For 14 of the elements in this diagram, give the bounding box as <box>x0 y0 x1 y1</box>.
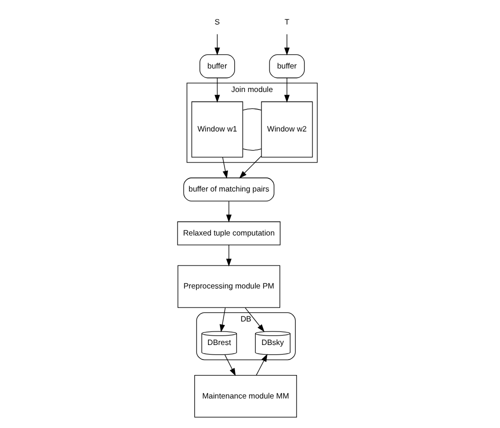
arrow <box>226 201 232 222</box>
connector <box>242 108 262 110</box>
arrow <box>256 354 268 376</box>
arrow <box>214 78 220 103</box>
arrow <box>220 307 226 332</box>
arrow <box>224 354 236 376</box>
arrow <box>214 34 220 56</box>
arrow <box>244 307 265 332</box>
arrow <box>226 244 232 266</box>
arrow <box>239 156 262 178</box>
arrow <box>284 78 290 103</box>
arrow <box>284 34 290 56</box>
connector <box>242 148 262 151</box>
arrow <box>222 156 228 179</box>
